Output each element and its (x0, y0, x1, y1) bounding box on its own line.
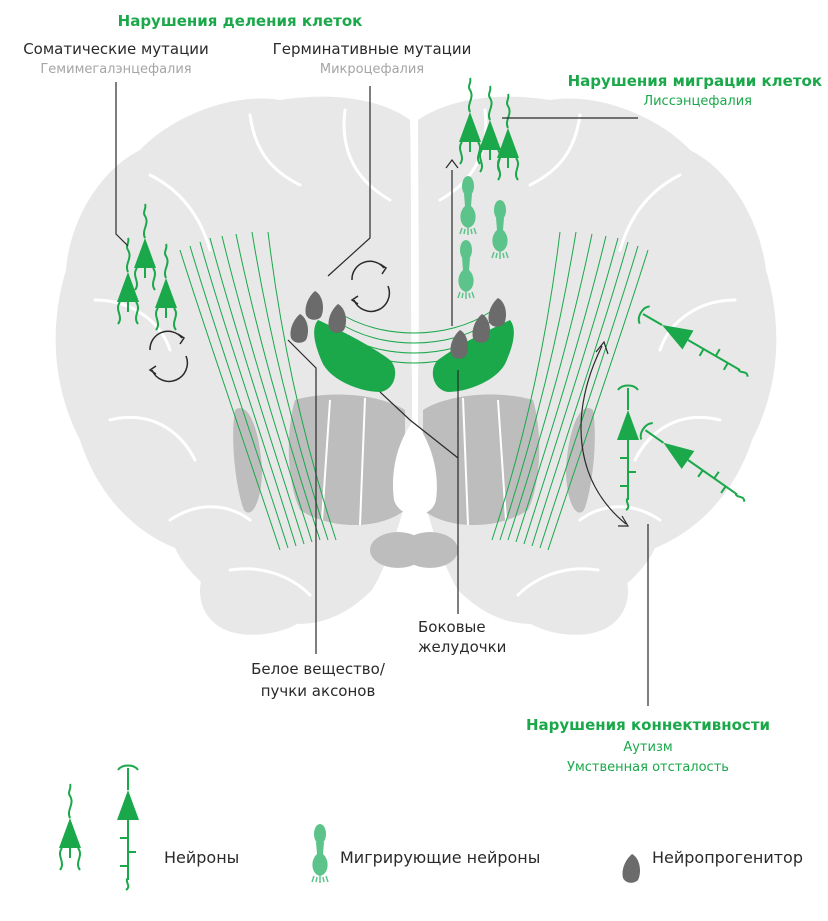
legend-progenitor-icon (622, 854, 640, 883)
migration-title: Нарушения миграции клеток (568, 72, 822, 90)
temporal-lobe-right (488, 549, 628, 635)
connectivity-title: Нарушения коннективности (526, 716, 770, 734)
germinal-sub: Микроцефалия (320, 62, 424, 77)
white-matter-label-line2: пучки аксонов (261, 682, 376, 700)
white-matter-label-line1: Белое вещество/ (251, 660, 385, 678)
connectivity-sub1: Аутизм (623, 740, 672, 755)
legend-neurons-label: Нейроны (164, 848, 239, 867)
legend-migrating-label: Мигрирующие нейроны (340, 848, 540, 867)
ventricles-label-line1: Боковые (418, 618, 486, 636)
migration-sub: Лиссэнцефалия (643, 94, 752, 109)
temporal-lobe-left (200, 549, 340, 635)
ventricles-label-line2: желудочки (418, 638, 506, 656)
germinal-label: Герминативные мутации (273, 40, 472, 58)
legend-neuron-icon (59, 766, 139, 891)
connectivity-sub2: Умственная отсталость (567, 760, 729, 775)
somatic-label: Соматические мутации (23, 40, 209, 58)
legend-migrating-icon (312, 824, 328, 883)
somatic-sub: Гемимегалэнцефалия (40, 62, 191, 77)
legend-progenitor-label: Нейропрогенитор (652, 848, 803, 867)
cell-division-title: Нарушения деления клеток (118, 12, 363, 30)
